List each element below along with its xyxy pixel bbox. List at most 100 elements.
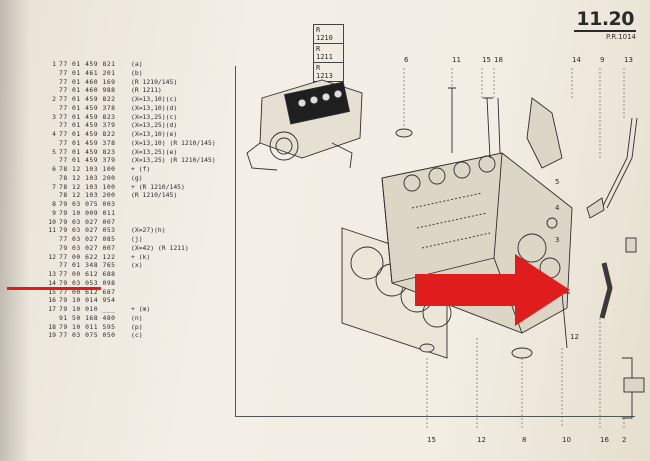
part-ref: 7 [52,182,56,191]
section-number: 11.20 [574,8,636,32]
part-number: 79 03 027 007 [59,217,116,226]
parts-list-row: 77 01 461 201(b) [42,69,242,78]
callout-number: 14 [572,56,581,64]
parts-list-row: 77 01 459 378 (X=13,10) (R 1210/145) [42,139,242,148]
part-number: 77 01 460 169 [59,77,116,86]
part-ref: 12 [48,252,56,261]
callout-number: 15 [427,436,436,444]
highlight-underline [7,287,101,290]
fitting [623,377,645,393]
red-arrow-icon [415,254,570,326]
part-ref: 3 [52,112,56,121]
part-number: 78 12 103 200 [59,173,116,182]
parts-list-row: 91 50 168 480(n) [42,314,242,323]
parts-list-row: 77 01 459 379(X=13,25)(d) [42,121,242,130]
part-number: 77 00 612 688 [59,270,116,278]
part-ref: 2 [52,95,56,103]
part-number: 77 01 460 988 [59,86,116,95]
part-ref [42,244,59,253]
part-note: + (R 1210/145) [131,182,185,191]
part-number: 78 12 103 100 [59,165,116,173]
part-ref: 8 [52,200,56,208]
callout-number: 8 [522,436,527,444]
part-ref: 17 [48,305,56,313]
part-number: 77 01 459 378 [59,138,116,147]
parts-list-row: 77 01 460 169 (R 1210/145) [42,78,242,87]
bracket [526,97,563,169]
part-number: 79 10 014 954 [59,296,116,305]
parts-list-row: 77 03 027 085(j) [42,235,242,244]
part-ref: 4 [52,130,56,138]
part-number: 78 12 103 100 [59,182,116,191]
part-note: + (f) [131,165,151,173]
parts-list-row: 79 03 027 007 (X=42) (R 1211) [42,244,242,253]
part-note: (X=13,10)(e) [131,130,178,138]
part-note: (X=13,10)(d) [131,103,178,112]
callout-number: 2 [622,436,627,444]
callout-number: 12 [477,436,486,444]
part-note: (X=27)(h) [131,226,166,235]
part-number: 79 10 010 ___ [59,305,116,313]
part-number: 91 50 168 480 [59,313,116,322]
part-note: (x) [131,261,143,270]
pipe [601,117,633,209]
part-note: (X=13,10) (R 1210/145) [131,138,216,147]
part-note: (a) [131,60,143,68]
part-number: 77 01 459 822 [59,130,116,138]
parts-list-row: 77 01 460 988(R 1211) [42,86,242,95]
callout-number: 11 [452,56,461,64]
part-ref: 10 [48,217,56,226]
part-note: + (m) [131,305,151,313]
part-ref: 14 [48,278,56,287]
part-note: (j) [131,235,143,243]
part-note: (R 1210/145) [131,77,178,86]
callout-number: 15 [482,56,491,64]
callout-number: 9 [600,56,605,64]
part-ref [42,104,59,113]
part-number: 77 01 459 823 [59,112,116,121]
part-ref: 19 [48,331,56,340]
callout-number: 3 [555,236,560,244]
part-ref [42,174,59,183]
section-reference: P.R.1014 [605,33,636,41]
part-note: (g) [131,173,143,182]
parts-list-row: 78 12 103 200 (g) [42,174,242,183]
part-note: (p) [131,322,143,331]
part-note: (R 1210/145) [131,191,178,200]
parts-list-row: 77 01 459 379(X=13,25) (R 1210/145) [42,156,242,165]
part-note [131,270,242,279]
part-ref: 9 [52,208,56,217]
part-ref: 6 [52,165,56,173]
part-note: (X=13,25)(e) [131,147,178,156]
parts-list-row: 77 01 348 765(x) [42,261,242,270]
part-number: 77 01 459 379 [59,156,116,165]
part-number: 77 00 612 687 [59,287,116,296]
callout-number: 4 [555,204,560,212]
model-list: R 1210 R 1211 R 1213 [313,24,344,82]
part-ref: 1 [52,60,56,68]
part-number: 77 01 459 379 [59,121,116,130]
part-note: (c) [131,331,143,340]
part-number: 77 01 459 821 [59,60,116,68]
hose [599,262,613,319]
part-note: (b) [131,68,143,77]
part-note: (X=42) (R 1211) [131,243,189,252]
part-note: + (k) [131,252,151,261]
callout-number: 13 [624,56,633,64]
callout-number: 6 [404,56,409,64]
part-number: 77 03 075 050 [59,331,116,340]
parts-list-row: 78 12 103 200(R 1210/145) [42,191,242,200]
part-number: 79 03 027 007 [59,243,116,252]
